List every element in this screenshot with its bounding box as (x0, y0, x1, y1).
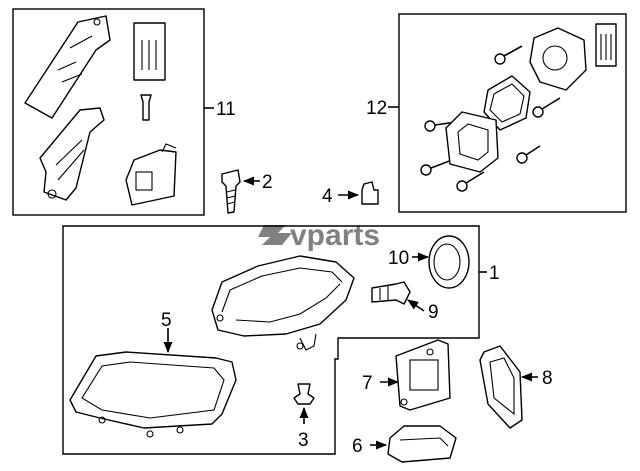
callout-2: 2 (262, 172, 273, 193)
watermark-logo: vparts (258, 219, 380, 252)
headlamp-housing[interactable] (211, 255, 355, 351)
headlamp-assembly-group[interactable]: 1 (62, 225, 500, 455)
callout-11: 11 (216, 99, 236, 120)
callout-12: 12 (366, 98, 387, 119)
callout-5: 5 (161, 310, 172, 331)
callout-7: 7 (362, 373, 373, 394)
callout-9: 9 (428, 302, 439, 323)
seal-ring-10[interactable]: 10 (388, 235, 470, 289)
kit-box-11[interactable]: 11 (12, 8, 236, 216)
callout-8: 8 (542, 368, 553, 389)
igniter-module-6[interactable]: 6 (352, 425, 457, 463)
screw-3[interactable]: 3 (293, 383, 315, 451)
ballast-module-8[interactable]: 8 (479, 345, 553, 429)
bolt-4[interactable]: 4 (322, 181, 379, 207)
bolt-2[interactable]: 2 (221, 169, 273, 214)
callout-3: 3 (298, 430, 309, 451)
callout-6: 6 (352, 436, 363, 457)
watermark-text: vparts (290, 219, 380, 252)
callout-1: 1 (489, 263, 500, 284)
lens-cover-5[interactable]: 5 (69, 310, 237, 438)
bulb-9[interactable]: 9 (371, 281, 439, 323)
callout-10: 10 (388, 248, 409, 269)
control-module-7[interactable]: 7 (362, 339, 451, 411)
kit-box-12[interactable]: 12 (366, 13, 627, 213)
callout-4: 4 (322, 186, 333, 207)
